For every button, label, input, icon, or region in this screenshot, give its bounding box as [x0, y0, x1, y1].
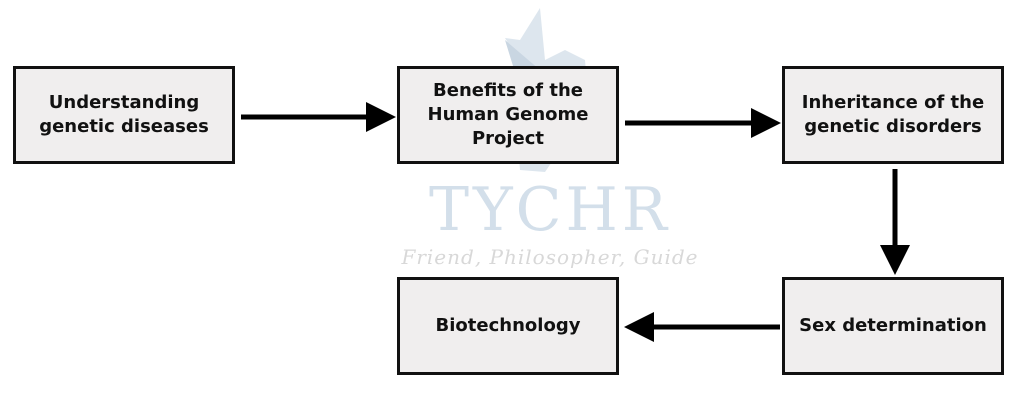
node-biotechnology: Biotechnology [397, 277, 619, 375]
node-understanding-genetic-diseases: Understanding genetic diseases [13, 66, 235, 164]
watermark-subtitle: Friend, Philosopher, Guide [401, 245, 699, 269]
node-label: Understanding genetic diseases [39, 92, 209, 137]
node-label: Sex determination [799, 315, 987, 336]
watermark-title: TYCHR [429, 175, 671, 245]
node-label: Inheritance of the genetic disorders [801, 92, 985, 137]
node-label: Benefits of the Human Genome Project [427, 80, 589, 149]
node-benefits-human-genome-project: Benefits of the Human Genome Project [397, 66, 619, 164]
node-sex-determination: Sex determination [782, 277, 1004, 375]
node-label: Biotechnology [435, 315, 581, 336]
node-inheritance-genetic-disorders: Inheritance of the genetic disorders [782, 66, 1004, 164]
